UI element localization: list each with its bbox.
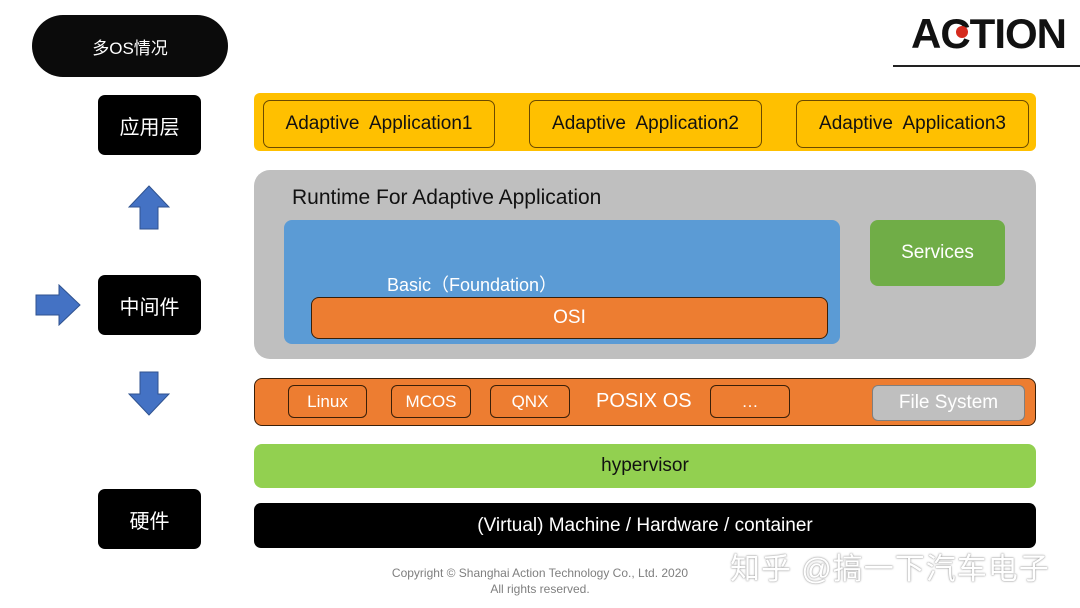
adaptive-application-2: Adaptive Application2 <box>529 100 762 148</box>
layer-label-middleware: 中间件 <box>98 275 201 335</box>
os-mcos: MCOS <box>391 385 471 418</box>
layer-label-application: 应用层 <box>98 95 201 155</box>
page-title: 多OS情况 <box>32 15 228 77</box>
runtime-title: Runtime For Adaptive Application <box>292 186 602 209</box>
layer-label-hardware: 硬件 <box>98 489 201 549</box>
action-logo: ACTION <box>911 10 1067 57</box>
basic-foundation-label: Basic（Foundation） <box>386 275 558 295</box>
copyright-notice: Copyright © Shanghai Action Technology C… <box>340 565 740 597</box>
osi-box: OSI <box>311 297 828 339</box>
posix-os-label: POSIX OS <box>596 390 692 412</box>
adaptive-application-3: Adaptive Application3 <box>796 100 1029 148</box>
right-arrow-icon <box>35 284 81 326</box>
services-box: Services <box>870 220 1005 286</box>
copyright-line-1: Copyright © Shanghai Action Technology C… <box>391 566 689 580</box>
copyright-line-2: All rights reserved. <box>490 582 590 596</box>
logo-accent-dot <box>956 26 968 38</box>
watermark: 知乎 @搞一下汽车电子 <box>730 553 1050 586</box>
adaptive-application-1: Adaptive Application1 <box>263 100 495 148</box>
file-system-box: File System <box>872 385 1025 421</box>
hardware-layer: (Virtual) Machine / Hardware / container <box>254 503 1036 548</box>
header-divider <box>893 65 1080 67</box>
hypervisor-layer: hypervisor <box>254 444 1036 488</box>
os-more: … <box>710 385 790 418</box>
down-arrow-icon <box>128 371 170 416</box>
up-arrow-icon <box>128 185 170 230</box>
os-qnx: QNX <box>490 385 570 418</box>
os-linux: Linux <box>288 385 367 418</box>
